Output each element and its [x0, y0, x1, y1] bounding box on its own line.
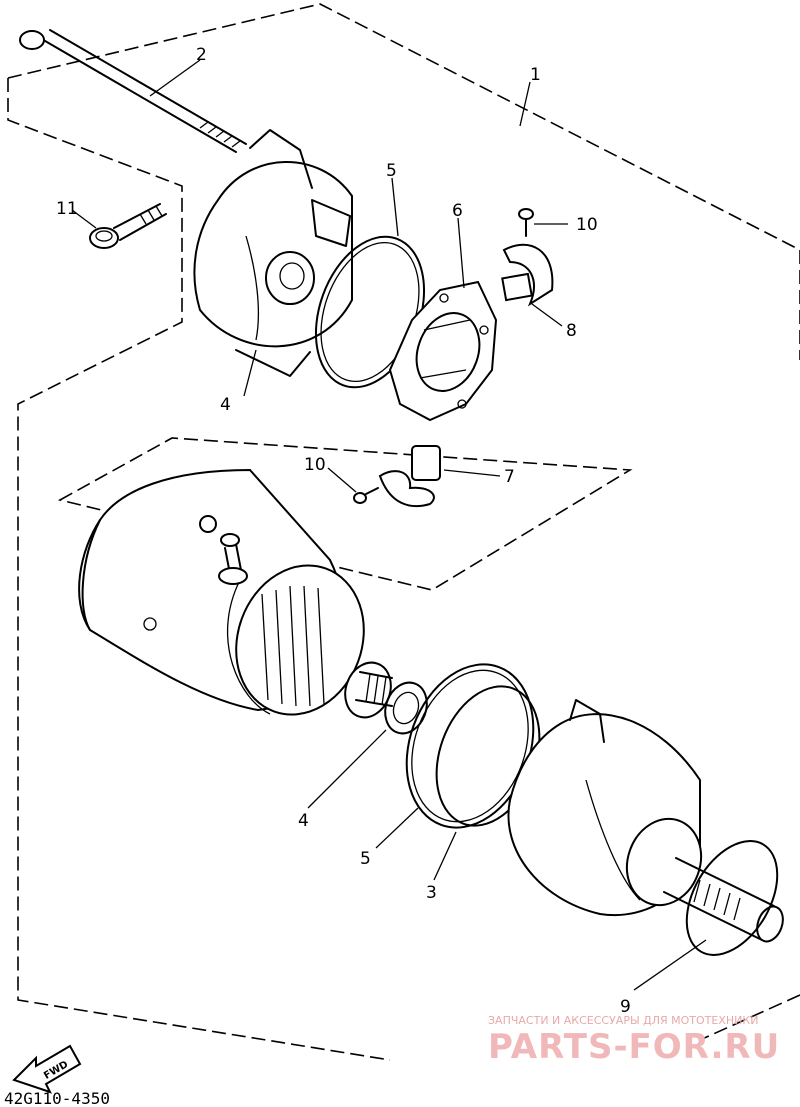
callout-4-top: 4 [220, 395, 231, 415]
starter-yoke [78, 468, 365, 716]
callout-2: 2 [196, 45, 207, 65]
callout-11: 11 [56, 199, 78, 219]
fwd-arrow: FWD [12, 1044, 82, 1094]
brush-holder-lower [353, 445, 441, 508]
leader-lines [71, 59, 707, 991]
o-ring-front [685, 840, 779, 956]
callout-labels: 1 2 3 4 4 5 5 6 7 8 9 10 10 11 [56, 45, 631, 1017]
diagram-part-code: 42G110-4350 [4, 1089, 110, 1107]
callout-4-lower: 4 [298, 811, 309, 831]
callout-7: 7 [504, 467, 515, 487]
watermark-brand: PARTS-FOR.RU [488, 1027, 780, 1067]
front-cover [507, 699, 784, 943]
through-bolt [19, 29, 247, 153]
callout-9: 9 [620, 997, 631, 1017]
callout-5-lower: 5 [360, 849, 371, 869]
washer-lower [384, 681, 428, 735]
callout-5-top: 5 [386, 161, 397, 181]
callout-10-lower: 10 [304, 455, 326, 475]
watermark: ЗАПЧАСТИ И АКСЕССУАРЫ ДЛЯ МОТОТЕХНИКИ PA… [488, 1014, 780, 1067]
callout-3: 3 [426, 883, 437, 903]
callout-6: 6 [452, 201, 463, 221]
brush-holder-top [501, 208, 554, 307]
brush-plate [388, 280, 498, 422]
callout-10-top: 10 [576, 215, 598, 235]
callout-1: 1 [530, 65, 541, 85]
rear-cover [193, 129, 353, 377]
callout-8: 8 [566, 321, 577, 341]
watermark-tagline: ЗАПЧАСТИ И АКСЕССУАРЫ ДЛЯ МОТОТЕХНИКИ [488, 1014, 758, 1027]
mounting-bolt [89, 203, 167, 249]
